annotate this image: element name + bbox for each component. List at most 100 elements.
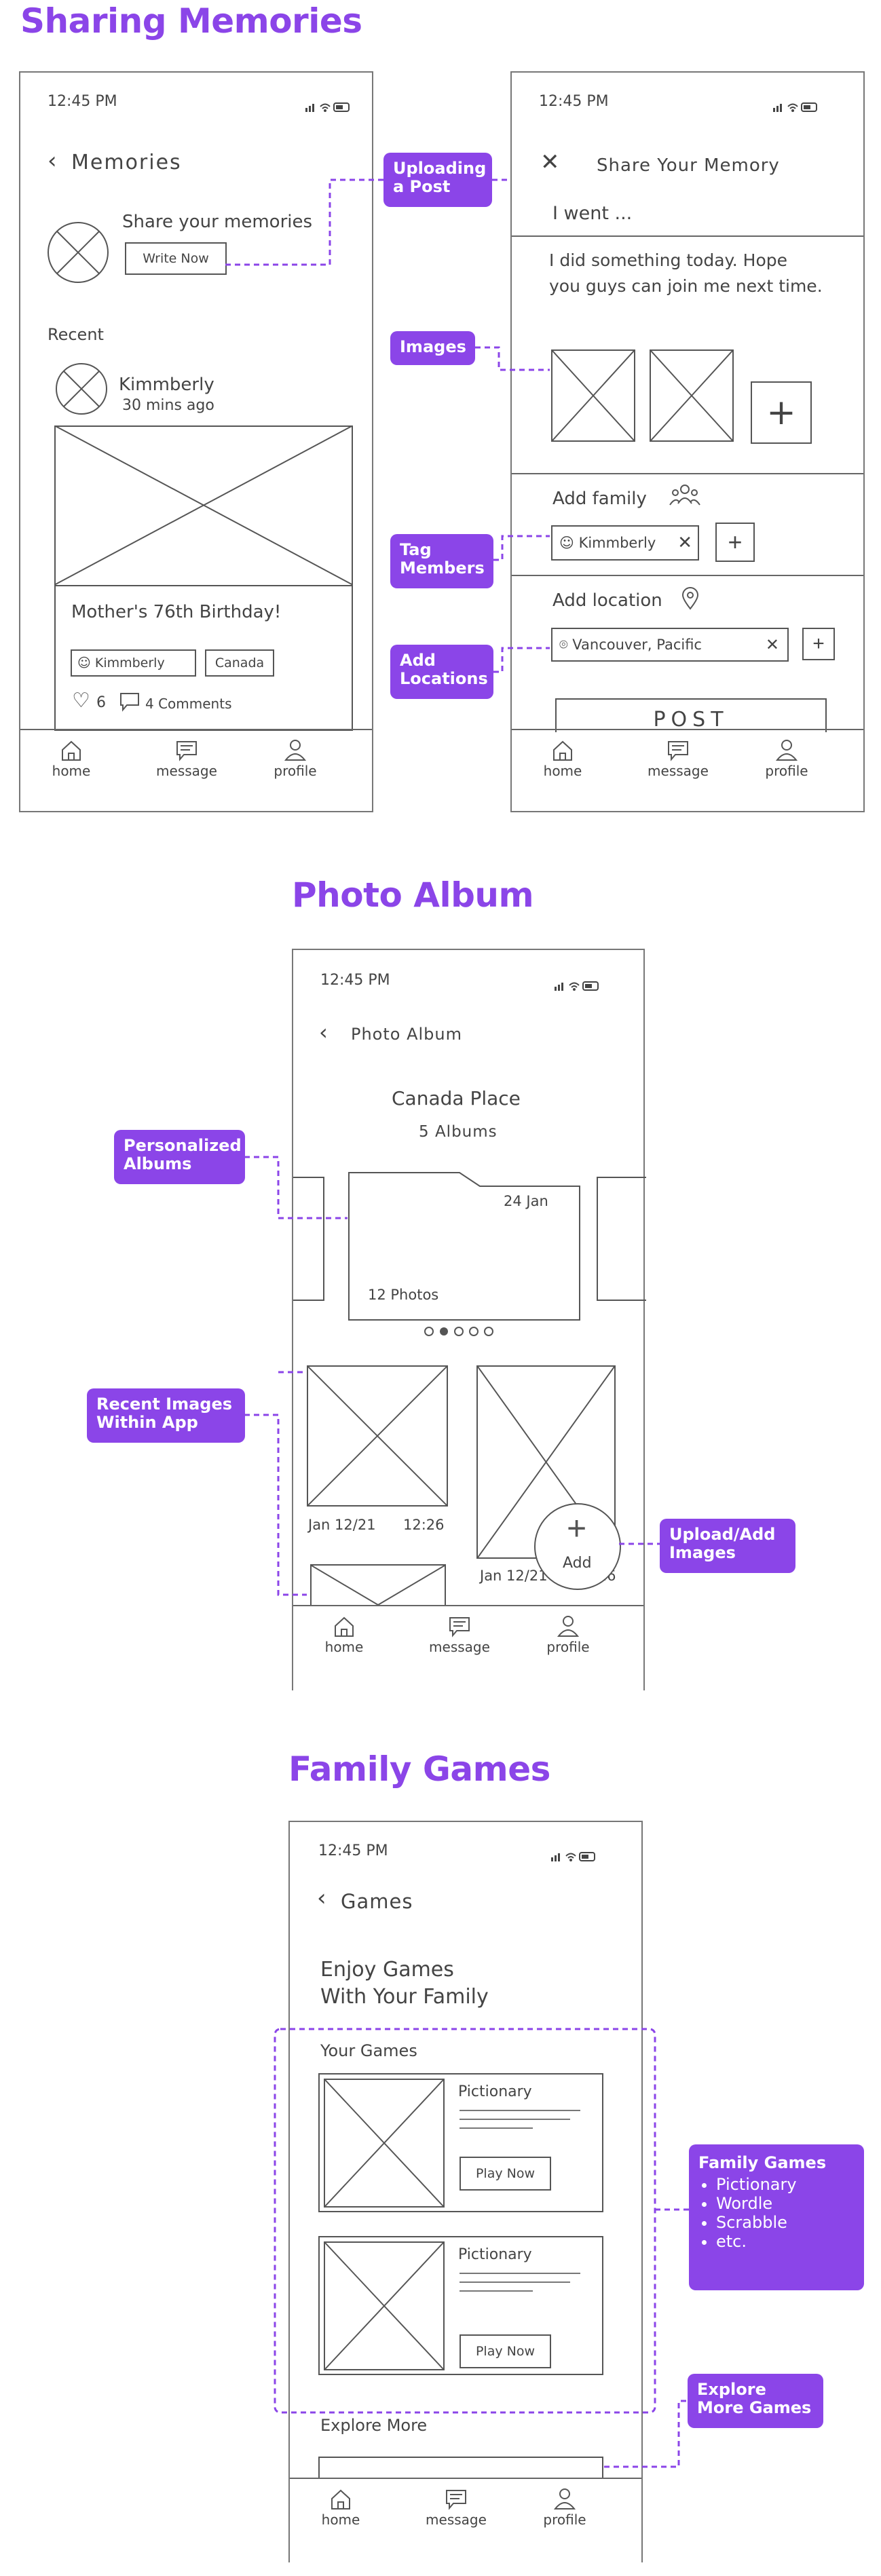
- callout-family-games-item: etc.: [716, 2232, 855, 2251]
- comments-count: 4 Comments: [145, 696, 232, 712]
- profile-icon: [557, 1616, 580, 1637]
- tag-person-label: Kimmberly: [94, 656, 165, 670]
- game-card-1-title: Pictionary: [458, 2083, 532, 2100]
- bottom-nav: home message profile: [20, 729, 372, 814]
- tag-person-chip[interactable]: ☺ Kimmberly: [71, 649, 196, 677]
- plus-icon: +: [728, 528, 743, 556]
- explore-more-card[interactable]: [318, 2457, 603, 2480]
- page-title: Share Your Memory: [597, 155, 780, 176]
- game-card-2-title: Pictionary: [458, 2246, 532, 2263]
- post-body-line2[interactable]: you guys can join me next time.: [549, 276, 823, 296]
- connector-lines-album: [244, 1156, 660, 1596]
- section-title-album: Photo Album: [292, 875, 534, 915]
- album-next-card[interactable]: [595, 1176, 646, 1302]
- status-icons: [555, 981, 599, 991]
- recent-image-2-date: Jan 12/21: [480, 1568, 548, 1584]
- back-chevron-icon[interactable]: ‹: [317, 1884, 326, 1912]
- post-card[interactable]: [54, 425, 353, 731]
- status-time: 12:45 PM: [320, 972, 390, 989]
- connector-lines-games: [274, 2028, 689, 2468]
- close-icon[interactable]: ✕: [540, 149, 560, 176]
- page-title: Memories: [71, 151, 182, 174]
- nav-message[interactable]: message: [641, 740, 715, 779]
- back-chevron-icon[interactable]: ‹: [319, 1019, 328, 1045]
- home-icon: [335, 1616, 354, 1637]
- explore-more-label: Explore More: [320, 2416, 428, 2435]
- add-image-button[interactable]: +: [751, 381, 812, 444]
- location-chip[interactable]: ⌾ Vancouver, Pacific ✕: [551, 628, 789, 662]
- divider: [512, 235, 863, 237]
- status-icons: [773, 102, 817, 112]
- nav-home[interactable]: home: [34, 740, 109, 779]
- add-label: Add: [563, 1555, 592, 1572]
- page-title: Games: [341, 1890, 413, 1913]
- album-prev-card[interactable]: [293, 1176, 334, 1302]
- remove-location-icon[interactable]: ✕: [765, 635, 779, 654]
- callout-family-games-item: Wordle: [716, 2194, 855, 2213]
- callout-personalized-albums: Personalized Albums: [114, 1130, 245, 1184]
- add-image-fab[interactable]: + Add: [534, 1503, 621, 1590]
- comment-icon[interactable]: [119, 692, 140, 712]
- nav-home[interactable]: home: [307, 1616, 381, 1655]
- plus-icon: +: [567, 1509, 587, 1547]
- callout-images: Images: [390, 331, 475, 365]
- games-heading-line1: Enjoy Games: [320, 1958, 454, 1982]
- recent-image-3[interactable]: [310, 1564, 446, 1605]
- add-member-button[interactable]: +: [715, 523, 755, 562]
- back-chevron-icon[interactable]: ‹: [48, 147, 57, 174]
- nav-profile[interactable]: profile: [749, 738, 824, 779]
- heart-icon[interactable]: ♡: [72, 689, 90, 713]
- plus-icon: +: [766, 392, 796, 433]
- nav-profile[interactable]: profile: [258, 738, 333, 779]
- member-name: Kimmberly: [578, 535, 656, 551]
- nav-message[interactable]: message: [149, 740, 224, 779]
- callout-uploading-post: Uploading a Post: [383, 153, 492, 207]
- nav-message[interactable]: message: [419, 2488, 493, 2528]
- avatar-placeholder-icon: [48, 222, 109, 283]
- game-card-1-image: [324, 2079, 445, 2208]
- profile-icon: [553, 2488, 576, 2509]
- add-location-button[interactable]: +: [802, 628, 835, 660]
- section-title-games: Family Games: [288, 1749, 550, 1789]
- share-prompt: Share your memories: [122, 212, 313, 232]
- tag-place-chip[interactable]: Canada: [205, 649, 274, 677]
- album-count: 5 Albums: [419, 1123, 498, 1141]
- post-button[interactable]: POST: [555, 698, 827, 732]
- status-icons: [305, 102, 350, 112]
- member-chip[interactable]: ☺ Kimmberly ✕: [551, 525, 699, 561]
- section-title-sharing: Sharing Memories: [20, 1, 362, 41]
- nav-profile[interactable]: profile: [527, 2487, 602, 2528]
- game-card-2[interactable]: [318, 2236, 603, 2375]
- nav-message[interactable]: message: [422, 1616, 497, 1655]
- home-icon: [62, 740, 81, 761]
- post-body-line1[interactable]: I did something today. Hope: [549, 250, 788, 270]
- carousel-dots[interactable]: [422, 1325, 507, 1338]
- recent-image-1[interactable]: [307, 1365, 448, 1507]
- album-folder-card[interactable]: [348, 1166, 582, 1322]
- callout-recent-images: Recent Images Within App: [87, 1388, 245, 1443]
- divider: [512, 473, 863, 474]
- remove-member-icon[interactable]: ✕: [677, 533, 692, 553]
- game-card-1[interactable]: [318, 2073, 603, 2212]
- image-placeholder-1[interactable]: [551, 349, 635, 442]
- profile-icon: [284, 740, 307, 761]
- nav-profile[interactable]: profile: [531, 1614, 605, 1655]
- bottom-nav: home message profile: [290, 2478, 641, 2564]
- likes-count: 6: [96, 694, 106, 711]
- game-card-2-desc-lines: [460, 2273, 580, 2292]
- message-icon: [668, 741, 688, 761]
- callout-family-games-title: Family Games: [698, 2153, 827, 2172]
- nav-home[interactable]: home: [525, 740, 600, 779]
- location-value: Vancouver, Pacific: [572, 637, 702, 653]
- message-icon: [446, 2490, 466, 2510]
- game-card-1-play-button[interactable]: Play Now: [460, 2157, 551, 2191]
- game-card-1-desc-lines: [460, 2110, 580, 2129]
- status-icons: [551, 1852, 595, 1861]
- message-icon: [449, 1617, 470, 1637]
- post-title-input[interactable]: I went ...: [552, 203, 633, 224]
- nav-home[interactable]: home: [303, 2488, 378, 2528]
- games-heading-line2: With Your Family: [320, 1985, 489, 2009]
- write-now-button[interactable]: Write Now: [125, 242, 227, 275]
- game-card-2-play-button[interactable]: Play Now: [460, 2334, 551, 2368]
- image-placeholder-2[interactable]: [650, 349, 734, 442]
